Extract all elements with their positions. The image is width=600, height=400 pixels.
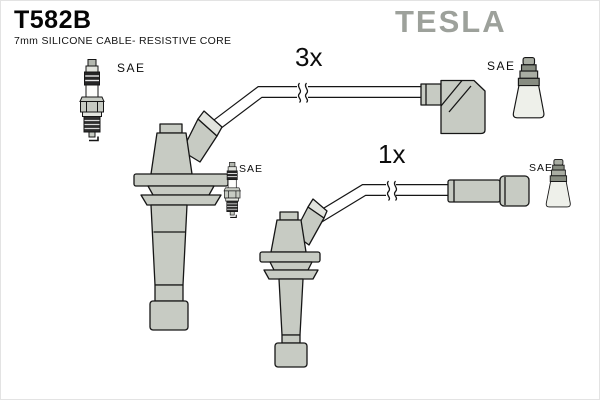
spark-plug-icon-left	[79, 58, 105, 142]
sae-label-boot-middle-right: SAE	[529, 162, 554, 174]
quantity-label-1x: 1x	[378, 139, 406, 169]
cable-break-mark-1x	[386, 180, 398, 201]
quantity-label-3x: 3x	[295, 42, 323, 72]
elbow-boot-3x	[420, 79, 486, 135]
sae-label-plug-middle: SAE	[239, 163, 264, 175]
coil-boot-1x	[259, 198, 328, 368]
ignition-cable-1x	[309, 180, 451, 227]
sae-label-plug-left: SAE	[117, 61, 146, 75]
spark-plug-icon-middle	[223, 161, 241, 218]
subtitle: 7mm SILICONE CABLE- RESISTIVE CORE	[14, 35, 232, 47]
part-number: T582B	[14, 6, 92, 34]
boot-icon-middle-right	[545, 158, 571, 208]
cable-break-mark-3x	[297, 82, 309, 103]
boot-icon-top-right	[512, 56, 545, 119]
brand-logo: TESLA	[395, 4, 507, 39]
straight-boot-1x	[447, 175, 530, 207]
coil-boot-3x	[133, 110, 229, 331]
sae-label-boot-top-right: SAE	[487, 59, 516, 73]
ignition-cable-3x	[207, 82, 423, 134]
